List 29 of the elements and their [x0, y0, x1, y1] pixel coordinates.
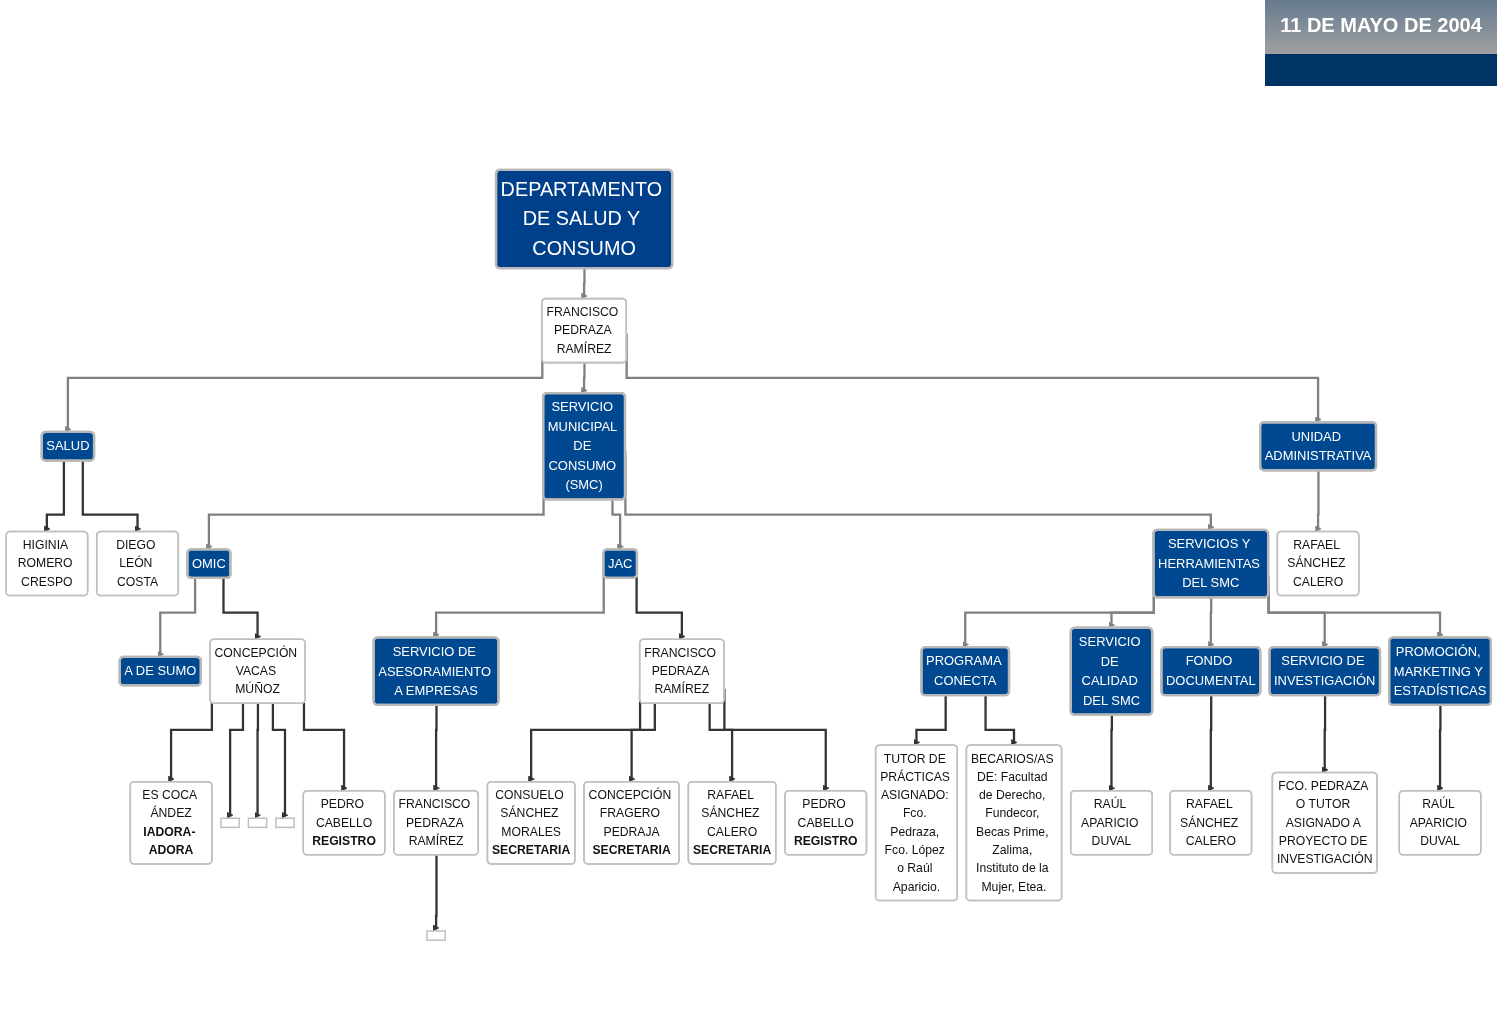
arrow	[1321, 695, 1329, 774]
node-box	[247, 817, 268, 829]
arrow	[222, 578, 262, 640]
arrow	[913, 695, 947, 746]
arrow	[1207, 695, 1215, 792]
arrow	[581, 268, 588, 300]
arrow	[628, 703, 656, 783]
arrow	[611, 499, 624, 550]
arrow	[254, 703, 261, 819]
arrow	[984, 695, 1018, 746]
arrow	[1207, 597, 1215, 648]
arrow	[43, 460, 66, 533]
arrow	[708, 703, 736, 783]
arrow	[271, 703, 289, 819]
arrow	[1108, 715, 1116, 792]
node-box	[426, 930, 446, 941]
arrow	[581, 363, 588, 394]
arrow	[635, 576, 686, 640]
arrow	[226, 703, 245, 819]
node-box	[220, 817, 241, 829]
arrow	[81, 460, 142, 533]
arrow	[1315, 470, 1322, 533]
arrow	[433, 705, 440, 792]
arrow	[168, 702, 214, 783]
date-label: 11 DE MAYO DE 2004	[1265, 0, 1497, 54]
arrow	[432, 855, 440, 932]
node-box	[275, 817, 295, 829]
arrow	[302, 702, 348, 792]
arrow	[1437, 705, 1444, 792]
